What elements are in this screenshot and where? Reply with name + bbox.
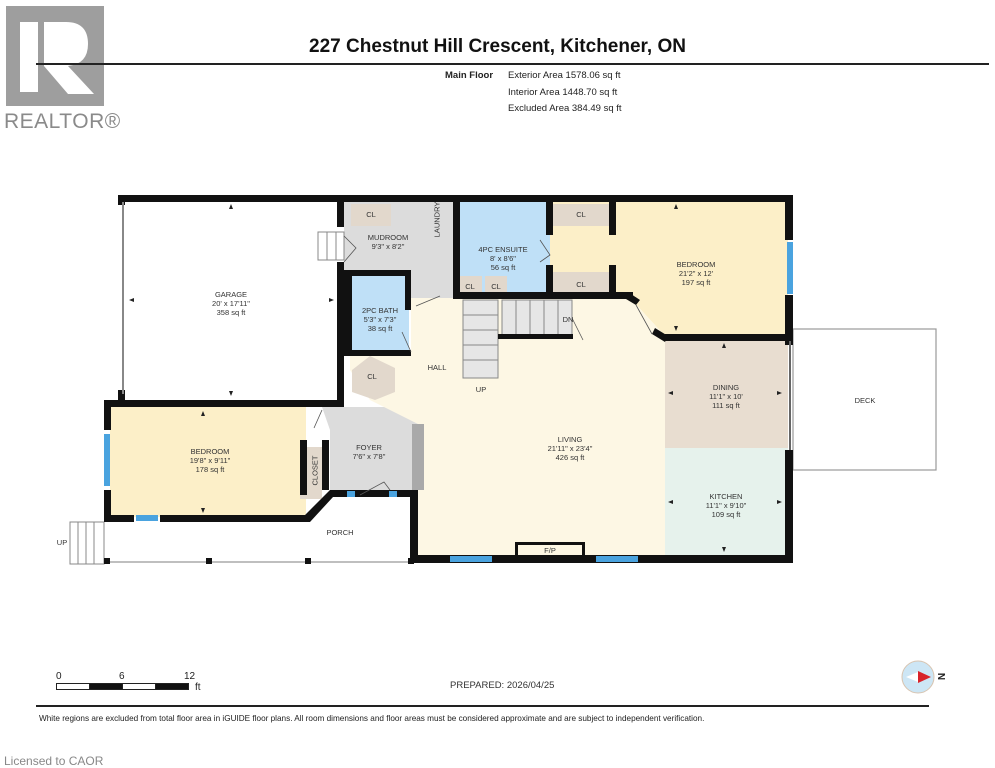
prepared-date: PREPARED: 2026/04/25 [450, 680, 555, 691]
label-closet-ensuite-2: CL [491, 282, 501, 291]
label-porch: PORCH [326, 528, 354, 537]
label-stairs-down: DN [562, 315, 574, 324]
disclaimer: White regions are excluded from total fl… [39, 714, 705, 723]
compass-north-label: N [935, 672, 947, 681]
exterior-area: Exterior Area 1578.06 sq ft [508, 70, 621, 81]
floor-label: Main Floor [445, 70, 494, 81]
interior-area: Interior Area 1448.70 sq ft [508, 86, 618, 98]
page-title: 227 Chestnut Hill Crescent, Kitchener, O… [309, 36, 686, 57]
label-closet-ensuite-1: CL [465, 282, 475, 291]
label-porch-stairs-up: UP [56, 538, 68, 547]
kitchen-fill [665, 448, 788, 555]
garage-fill [124, 200, 337, 400]
label-closet-hall: CL [367, 372, 377, 381]
realtor-logo [6, 6, 104, 106]
dining-fill [665, 340, 788, 448]
label-closet-mudroom: CL [366, 210, 376, 219]
label-fireplace: F/P [544, 546, 556, 555]
compass-icon [901, 660, 935, 694]
footer-divider [36, 705, 929, 707]
label-closet-bedroom-top: CL [576, 210, 586, 219]
living-fill [350, 298, 665, 555]
bedroom2-fill [110, 407, 306, 517]
label-deck: DECK [854, 396, 876, 405]
label-stairs-up: UP [475, 385, 487, 394]
label-closet: CLOSET [310, 455, 320, 486]
2pc-bath-fill [352, 276, 409, 350]
realtor-logo-text: REALTOR® [4, 110, 121, 133]
label-laundry: LAUNDRY [432, 201, 442, 238]
label-hall: HALL [427, 363, 447, 372]
foyer-fill [322, 407, 418, 490]
excluded-area: Excluded Area 384.49 sq ft [508, 103, 622, 114]
title-divider [36, 63, 989, 65]
license-text: Licensed to CAOR [4, 754, 104, 768]
label-closet-bedroom-bottom: CL [576, 280, 586, 289]
